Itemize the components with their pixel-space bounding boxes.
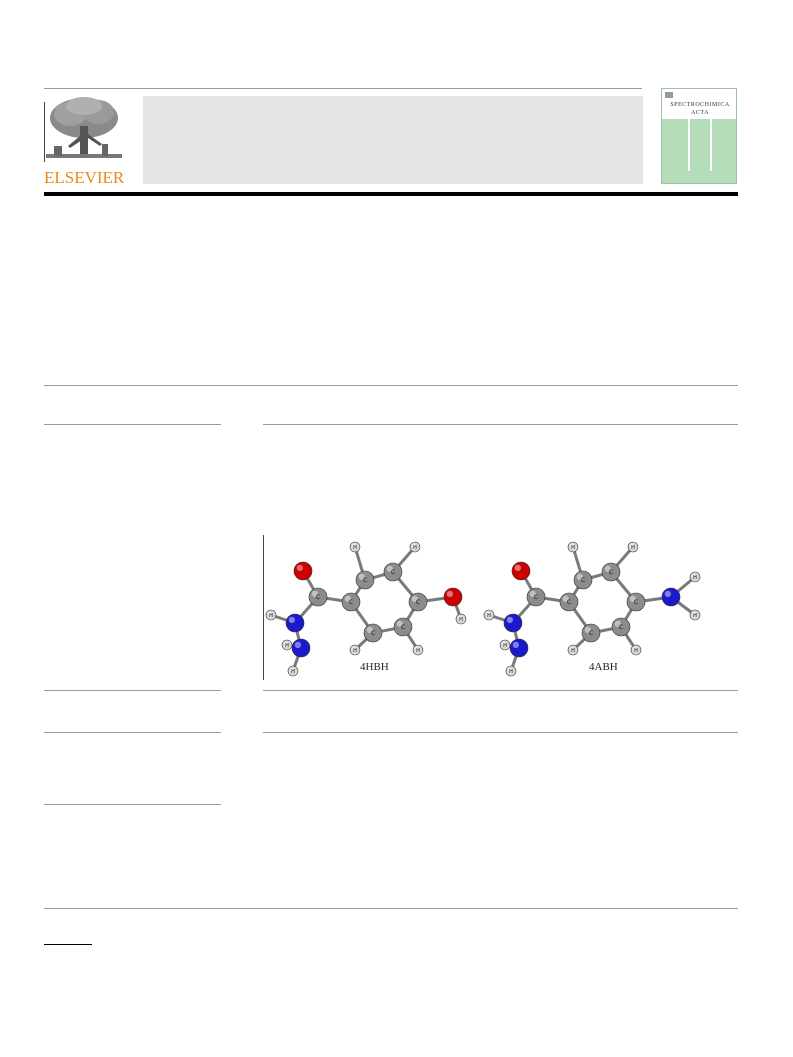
svg-text:C: C	[401, 624, 405, 631]
hydrogen-atom: H	[483, 609, 495, 621]
hydrogen-atom: H	[689, 609, 701, 621]
carbon-atom: C	[341, 592, 361, 612]
nitrogen-atom	[661, 587, 681, 607]
carbon-atom: C	[393, 617, 413, 637]
highlights-rule	[263, 732, 738, 733]
cover-stripe	[688, 119, 690, 171]
svg-text:H: H	[631, 545, 635, 551]
svg-text:H: H	[269, 613, 273, 619]
keywords-bottom-rule	[44, 732, 221, 733]
hydrogen-atom: H	[349, 541, 361, 553]
svg-text:H: H	[509, 669, 513, 675]
abstract-rule	[263, 424, 738, 425]
carbon-atom: C	[626, 592, 646, 612]
oxygen-atom	[293, 561, 313, 581]
hydrogen-atom: H	[627, 541, 639, 553]
svg-text:C: C	[609, 569, 613, 576]
journal-cover-header	[662, 89, 736, 119]
svg-text:H: H	[285, 643, 289, 649]
journal-cover-title: SPECTROCHIMICA ACTA	[670, 102, 730, 116]
hydrogen-atom: H	[567, 644, 579, 656]
keywords-rule	[44, 690, 221, 691]
publisher-logo[interactable]: ELSEVIER	[44, 96, 124, 187]
hydrogen-atom: H	[409, 541, 421, 553]
svg-text:H: H	[571, 648, 575, 654]
svg-text:C: C	[349, 599, 353, 606]
header-bottom-rule	[44, 192, 738, 196]
svg-text:H: H	[503, 643, 507, 649]
nitrogen-atom	[291, 638, 311, 658]
nitrogen-atom	[285, 613, 305, 633]
svg-text:H: H	[459, 617, 463, 623]
cover-logo-icon	[665, 92, 673, 98]
svg-text:H: H	[487, 613, 491, 619]
molecule-label-4abh: 4ABH	[589, 661, 618, 673]
figure-left-border	[263, 535, 264, 680]
carbon-atom: C	[308, 587, 328, 607]
graphical-abstract-figure: C H H H C C C C C C H H H H H C H H H C C C C C C H H H H H H 4HBH 4AB…	[263, 535, 733, 680]
carbon-atom: C	[408, 592, 428, 612]
carbon-atom: C	[355, 570, 375, 590]
svg-text:H: H	[353, 545, 357, 551]
hydrogen-atom: H	[499, 639, 511, 651]
svg-text:C: C	[416, 599, 420, 606]
oxygen-atom	[511, 561, 531, 581]
sidebar-section-rule	[44, 804, 221, 805]
carbon-atom: C	[573, 570, 593, 590]
svg-text:H: H	[693, 613, 697, 619]
hydrogen-atom: H	[287, 665, 299, 677]
svg-text:C: C	[567, 599, 571, 606]
nitrogen-atom	[503, 613, 523, 633]
journal-cover[interactable]: SPECTROCHIMICA ACTA	[661, 88, 737, 184]
carbon-atom: C	[581, 623, 601, 643]
header-top-rule	[44, 88, 642, 89]
svg-text:H: H	[416, 648, 420, 654]
carbon-atom: C	[383, 562, 403, 582]
svg-text:C: C	[534, 594, 538, 601]
svg-text:H: H	[413, 545, 417, 551]
hydrogen-atom: H	[567, 541, 579, 553]
carbon-atom: C	[526, 587, 546, 607]
article-info-rule	[44, 424, 221, 425]
graphical-abstract-bottom-rule	[263, 690, 738, 691]
svg-text:C: C	[363, 577, 367, 584]
tree-logo-icon	[44, 96, 124, 168]
cover-stripe	[710, 119, 712, 171]
footer-rule	[44, 908, 738, 909]
svg-text:H: H	[353, 648, 357, 654]
svg-text:H: H	[693, 575, 697, 581]
oxygen-atom	[443, 587, 463, 607]
svg-text:C: C	[581, 577, 585, 584]
svg-text:C: C	[634, 599, 638, 606]
svg-text:C: C	[316, 594, 320, 601]
svg-text:C: C	[391, 569, 395, 576]
svg-text:H: H	[291, 669, 295, 675]
hydrogen-atom: H	[412, 644, 424, 656]
hydrogen-atom: H	[281, 639, 293, 651]
svg-text:C: C	[589, 630, 593, 637]
molecule-label-4hbh: 4HBH	[360, 661, 389, 673]
hydrogen-atom: H	[455, 613, 467, 625]
svg-text:C: C	[371, 630, 375, 637]
publisher-wordmark: ELSEVIER	[44, 168, 125, 187]
carbon-atom: C	[601, 562, 621, 582]
molecule-structures: C H H H C C C C C C H H H H H C H H H C C C C C C H H H H H H	[265, 541, 701, 677]
hydrogen-atom: H	[505, 665, 517, 677]
svg-text:H: H	[571, 545, 575, 551]
svg-text:C: C	[619, 624, 623, 631]
hydrogen-atom: H	[349, 644, 361, 656]
svg-text:H: H	[634, 648, 638, 654]
hydrogen-atom: H	[689, 571, 701, 583]
carbon-atom: C	[559, 592, 579, 612]
nitrogen-atom	[509, 638, 529, 658]
journal-banner	[143, 96, 643, 184]
hydrogen-atom: H	[265, 609, 277, 621]
title-block-rule	[44, 385, 738, 386]
carbon-atom: C	[363, 623, 383, 643]
footnote-rule	[44, 944, 92, 945]
hydrogen-atom: H	[630, 644, 642, 656]
carbon-atom: C	[611, 617, 631, 637]
